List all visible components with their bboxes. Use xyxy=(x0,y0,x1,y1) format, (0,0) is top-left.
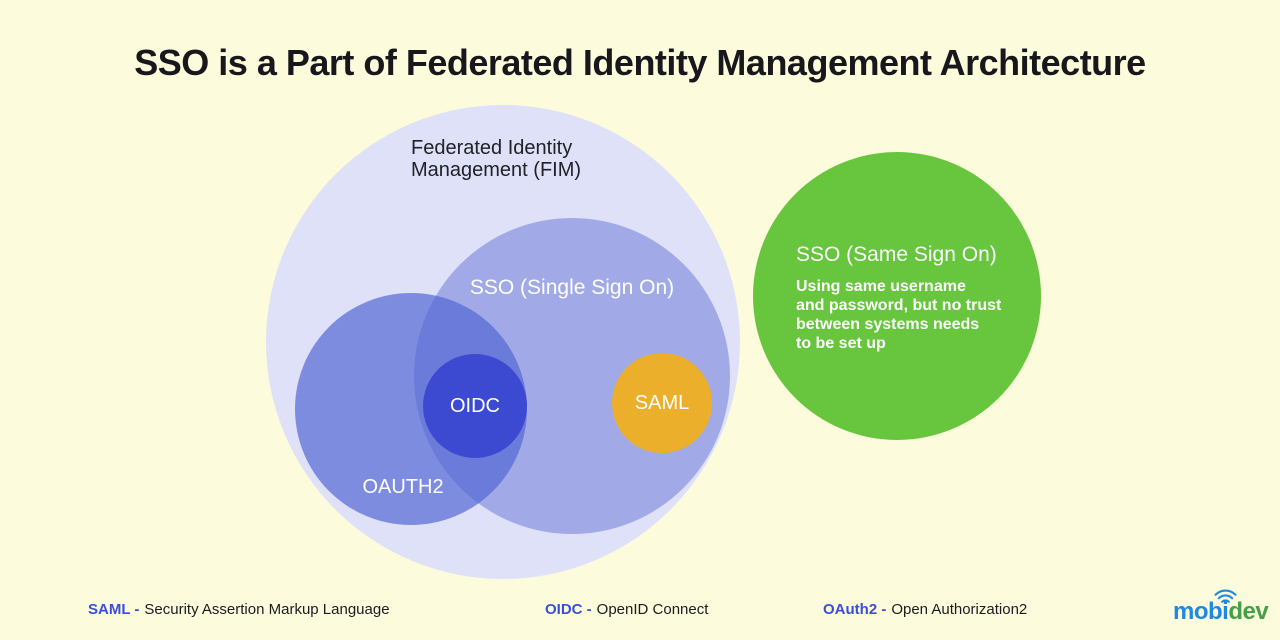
sso-same-description-line3: between systems needs xyxy=(796,316,980,333)
legend-saml-abbr: SAML - xyxy=(88,601,140,618)
logo-part-mobi: mobi xyxy=(1173,598,1229,625)
sso-single-label: SSO (Single Sign On) xyxy=(469,276,675,299)
legend-item-oauth2: OAuth2 -Open Authorization2 xyxy=(823,601,1027,618)
oidc-circle: OIDC xyxy=(423,354,527,458)
legend-oauth2-full: Open Authorization2 xyxy=(891,601,1028,618)
fim-label: Federated Identity Management (FIM) xyxy=(411,137,581,181)
fim-label-line1: Federated Identity xyxy=(411,137,573,159)
sso-same-description-line4: to be set up xyxy=(796,335,886,352)
sso-same-description-line1: Using same username xyxy=(796,278,966,295)
oidc-label: OIDC xyxy=(450,394,500,417)
legend-oidc-full: OpenID Connect xyxy=(596,601,709,618)
legend-oidc-abbr: OIDC - xyxy=(545,601,592,618)
saml-label: SAML xyxy=(634,391,690,414)
logo-part-dev: dev xyxy=(1228,598,1269,625)
fim-label-line2: Management (FIM) xyxy=(411,159,582,181)
mobidev-logo: mobidev xyxy=(1173,589,1269,626)
saml-circle: SAML xyxy=(612,353,712,453)
legend-saml-full: Security Assertion Markup Language xyxy=(144,601,390,618)
sso-same-description-line2: and password, but no trust xyxy=(796,297,1002,314)
oauth2-label: OAUTH2 xyxy=(362,476,444,498)
sso-same-description: Using same username and password, but no… xyxy=(796,277,1001,353)
sso-same-circle xyxy=(753,152,1041,440)
wifi-arcs-icon xyxy=(1214,589,1237,603)
legend-item-saml: SAML -Security Assertion Markup Language xyxy=(88,601,390,618)
page-title: SSO is a Part of Federated Identity Mana… xyxy=(134,42,1146,83)
legend-item-oidc: OIDC -OpenID Connect xyxy=(545,601,708,618)
sso-same-title: SSO (Same Sign On) xyxy=(796,243,997,266)
legend-oauth2-abbr: OAuth2 - xyxy=(823,601,887,618)
